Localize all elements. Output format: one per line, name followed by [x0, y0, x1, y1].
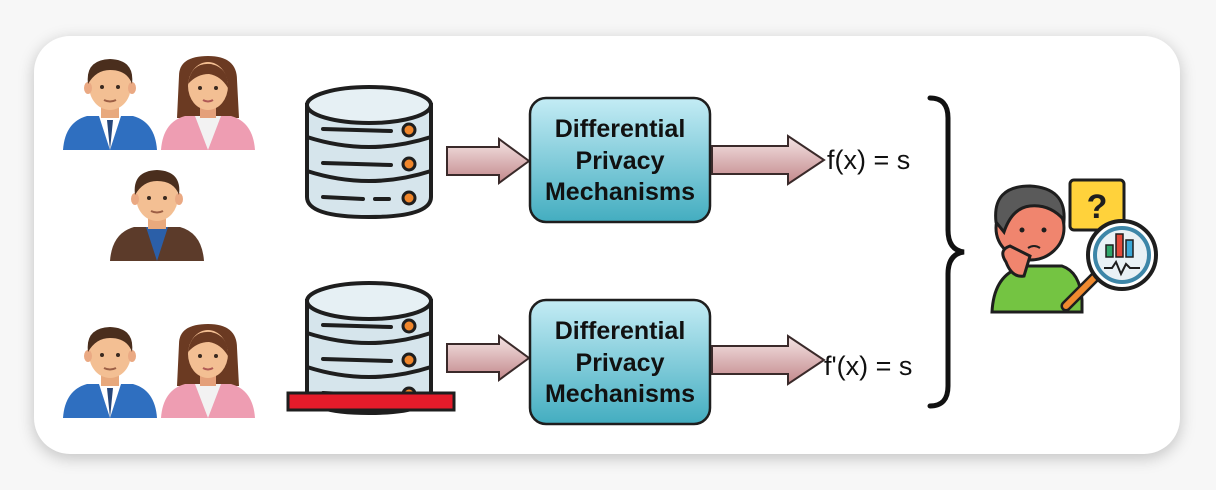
arrow-icon [446, 335, 530, 381]
man-avatar-icon [109, 169, 205, 262]
mechanism-label-line: Differential [555, 317, 686, 345]
analyst-with-magnifier-icon: ? [990, 178, 1158, 314]
mechanism-label-line: Privacy [576, 349, 665, 377]
question-mark-icon: ? [1087, 188, 1108, 226]
mechanism-box-bottom: Differential Privacy Mechanisms [528, 298, 712, 426]
mechanism-label-line: Privacy [576, 147, 665, 175]
arrow-icon [711, 135, 825, 185]
output-label-bottom: f'(x) = s [824, 351, 912, 381]
woman-avatar-icon [160, 55, 256, 151]
removed-record-bar [286, 391, 456, 412]
database-icon [305, 85, 433, 219]
woman-avatar-icon [160, 323, 256, 419]
arrow-icon [446, 138, 530, 184]
mechanism-label-line: Mechanisms [545, 380, 695, 408]
curly-brace [927, 95, 965, 409]
man-avatar-icon [62, 326, 158, 419]
mechanism-box-top: Differential Privacy Mechanisms [528, 96, 712, 224]
arrow-icon [711, 335, 825, 385]
mechanism-label-line: Mechanisms [545, 178, 695, 206]
mechanism-label-line: Differential [555, 115, 686, 143]
man-avatar-icon [62, 58, 158, 151]
output-label-top: f(x) = s [827, 145, 910, 175]
